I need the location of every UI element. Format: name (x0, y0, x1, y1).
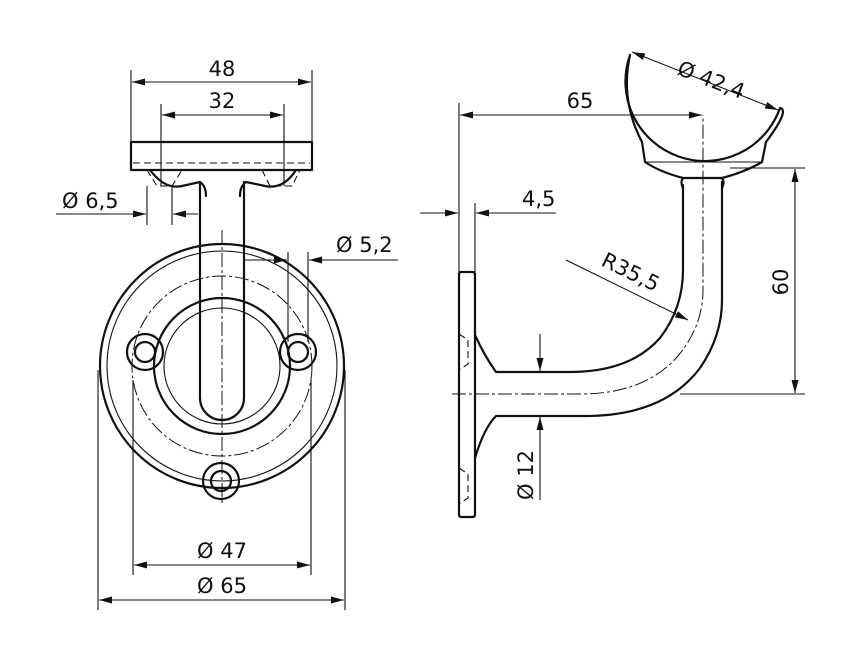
saddle-plate (129, 140, 314, 172)
mount-hole-left (125, 332, 165, 372)
dim-text-48: 48 (209, 57, 236, 81)
dim-text-47: Ø 47 (197, 539, 247, 563)
rail-cup (640, 140, 768, 180)
side-view (452, 53, 784, 519)
dim-text-32: 32 (209, 89, 236, 113)
dim-text-65-dia: Ø 65 (197, 574, 247, 598)
dim-line-42-4 (631, 51, 779, 111)
front-view (98, 140, 346, 505)
saddle-underside (148, 168, 208, 198)
plate-hole-bottom (458, 467, 469, 505)
saddle-underside-right (238, 168, 298, 198)
side-dimensions: 65 Ø 42,4 4,5 R35,5 60 Ø 12 (420, 51, 805, 500)
front-dimensions: 48 32 Ø 6,5 Ø 5,2 Ø 47 Ø 65 (56, 57, 398, 610)
dim-text-12: Ø 12 (514, 450, 538, 500)
dim-text-65-len: 65 (567, 89, 594, 113)
dim-text-6-5: Ø 6,5 (62, 189, 119, 213)
saddle-hole-right (261, 169, 301, 187)
arm-lower-outline (473, 180, 724, 460)
saddle-hole-left (146, 169, 183, 187)
dim-text-5-2: Ø 5,2 (336, 233, 393, 257)
base-disc-inner (106, 250, 338, 482)
rail-arc (624, 53, 782, 163)
rail-cup-neck (680, 176, 725, 190)
dim-line-r35-5 (565, 259, 689, 321)
arm-centerline (452, 115, 704, 395)
mount-hole-right (278, 332, 318, 372)
arm-upper-outline (473, 183, 685, 374)
mount-hole-bottom (201, 461, 241, 501)
dim-text-60: 60 (769, 269, 793, 296)
plate-hole-top (458, 333, 469, 371)
dim-text-r35-5: R35,5 (598, 248, 664, 296)
dim-text-4-5: 4,5 (522, 187, 555, 211)
dim-text-42-4: Ø 42,4 (674, 56, 748, 103)
